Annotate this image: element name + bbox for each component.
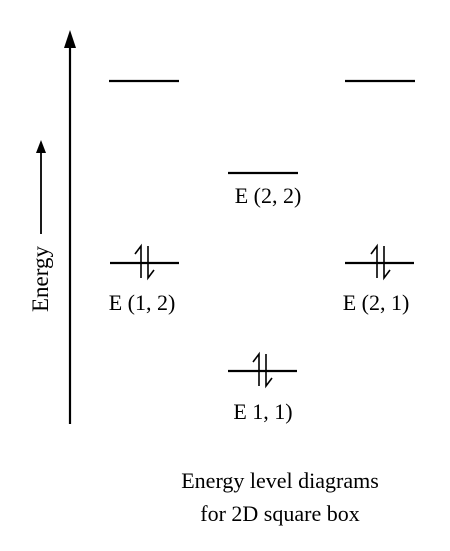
energy-axis-arrowhead [64,30,76,48]
energy-label-arrowhead-icon [36,140,46,153]
spin-pair-icon [370,243,391,281]
caption-line-1: Energy level diagrams [181,468,379,493]
level-e22-label: E (2, 2) [235,183,302,208]
level-e11-label: E 1, 1) [233,399,292,424]
spin-pair-icon [252,351,273,389]
caption-line-2: for 2D square box [200,501,359,526]
energy-axis-label-group: Energy [28,140,53,312]
level-e11-group: E 1, 1) [228,351,297,424]
level-e12-group: E (1, 2) [109,243,179,315]
energy-axis-label: Energy [28,245,53,312]
energy-axis [64,30,76,424]
spin-pair-icon [134,243,155,281]
level-e21-group: E (2, 1) [343,243,414,315]
level-e21-label: E (2, 1) [343,290,410,315]
level-e12-label: E (1, 2) [109,290,176,315]
